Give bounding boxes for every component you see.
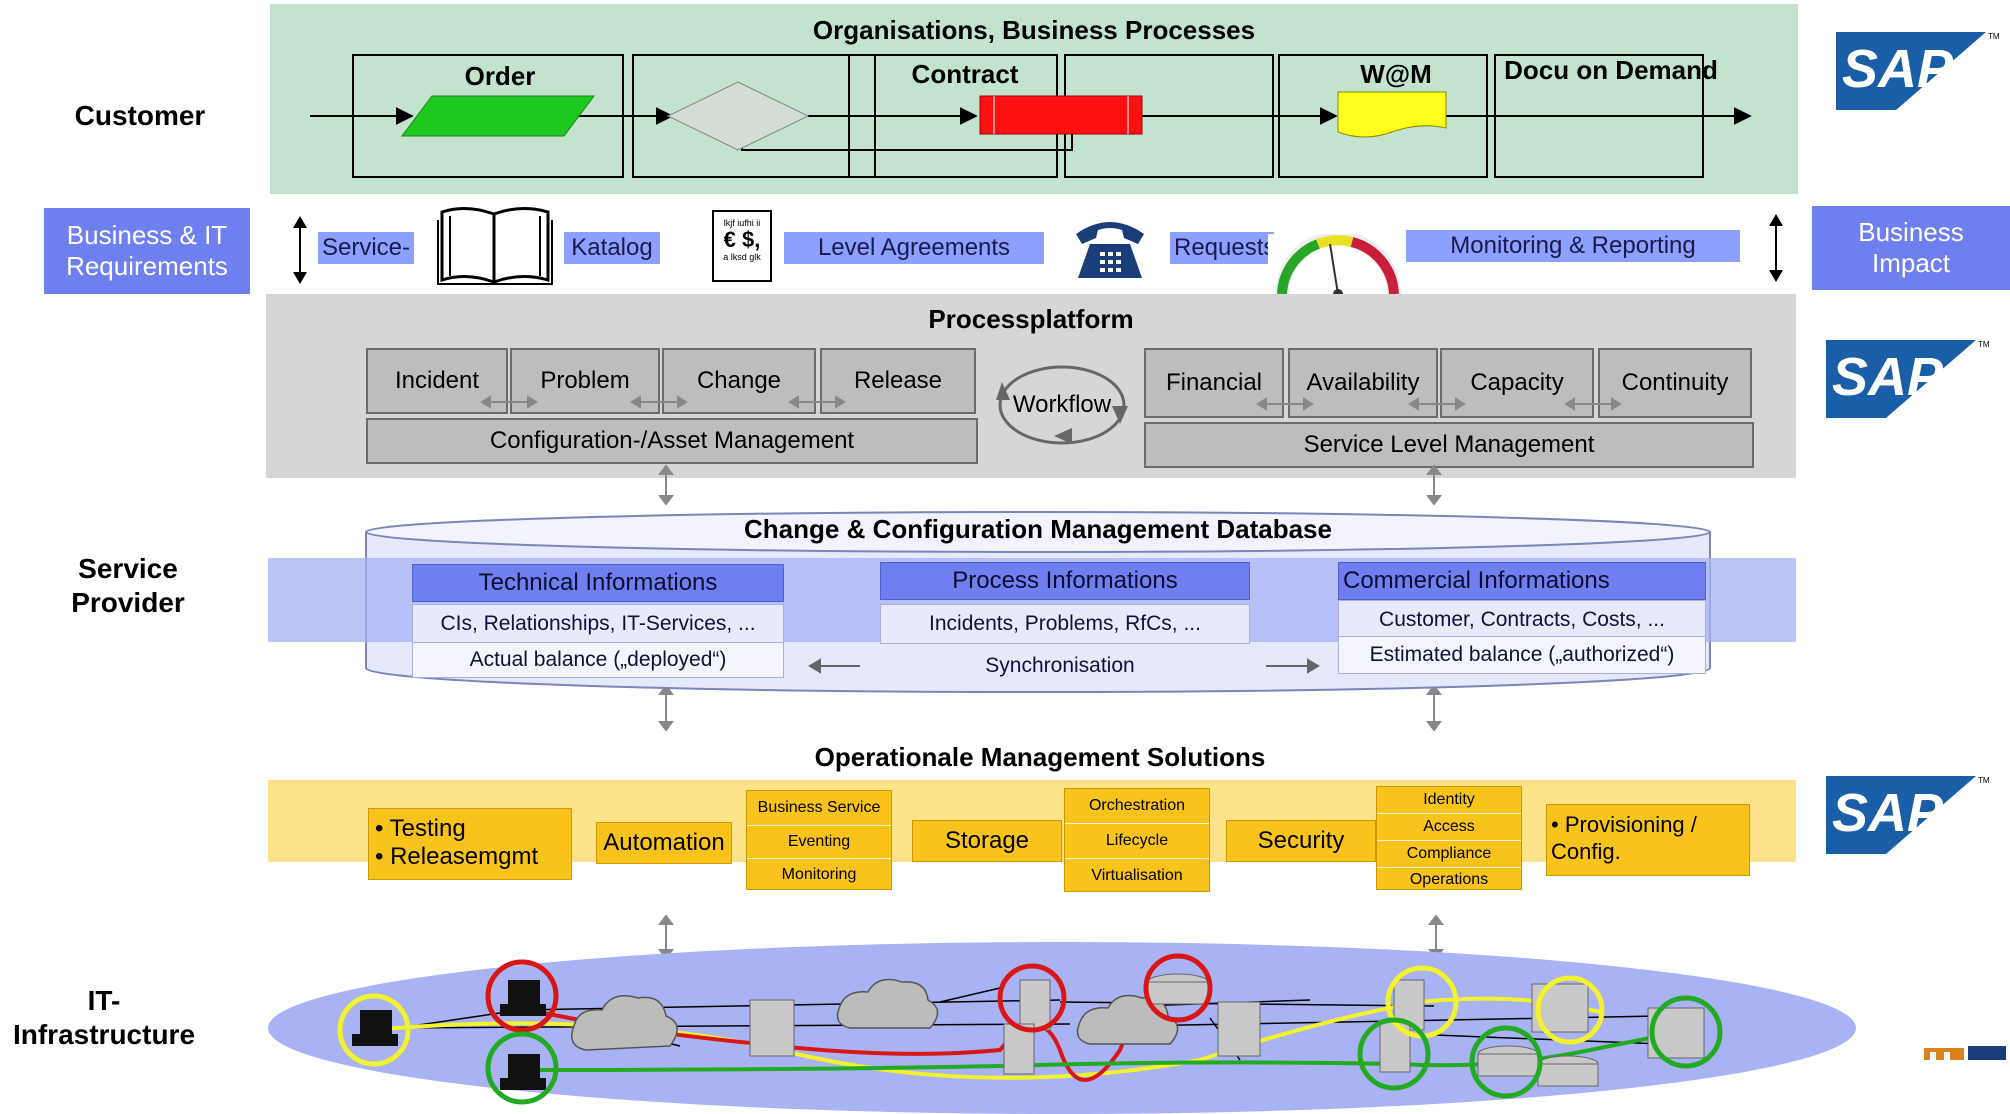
security-stack: Identity Access Compliance Operations (1376, 786, 1522, 890)
book-icon (436, 202, 554, 286)
business-it-requirements-box: Business & IT Requirements (44, 208, 250, 294)
actual-balance-label: Actual balance („deployed“) (412, 642, 784, 678)
technical-informations-head: Technical Informations (412, 564, 784, 602)
sap-logo-shape (1836, 32, 1986, 110)
step-order: Order (464, 60, 536, 91)
gauge-icon (1268, 231, 1408, 299)
process-link-arrows (480, 395, 1622, 411)
service-provider-label: Service Provider (71, 553, 185, 618)
sap-logo-top: SAP TM (1836, 32, 2000, 110)
it-infrastructure-network (268, 942, 1856, 1114)
brand-mark-icon (1924, 1044, 2008, 1062)
configuration-asset-management-bar: Configuration-/Asset Management (366, 418, 978, 464)
service-level-management-bar: Service Level Management (1144, 422, 1754, 468)
order-shape (401, 95, 595, 137)
updown-arrow-icon-right (1766, 214, 1786, 282)
commercial-informations-head: Commercial Informations (1338, 562, 1706, 600)
process-informations-head: Process Informations (880, 562, 1250, 600)
continuity-box: Continuity (1598, 348, 1752, 418)
contract-shape (979, 95, 1143, 135)
wam-document-shape (1337, 91, 1447, 138)
cmdb-title: Change & Configuration Management Databa… (744, 513, 1332, 544)
service-label: Service- (318, 232, 414, 264)
sap-logo-shape (1826, 340, 1976, 418)
automation-box: Automation (596, 822, 732, 864)
operational-title: Operationale Management Solutions (814, 741, 1266, 772)
customer-label: Customer (74, 100, 206, 131)
sap-logo-shape (1826, 776, 1976, 854)
workflow-label: Workflow (1012, 391, 1112, 418)
synchronisation-arrows (808, 658, 1320, 674)
decision-diamond (666, 81, 810, 151)
processplatform-title: Processplatform (928, 303, 1134, 334)
katalog-label: Katalog (564, 232, 660, 264)
testing-releasemgmt-box: • Testing • Releasemgmt (368, 808, 572, 880)
it-infrastructure-label: IT- Infrastructure (12, 985, 196, 1050)
step-wam: W@M (1360, 58, 1432, 89)
estimated-balance-label: Estimated balance („authorized“) (1338, 636, 1706, 674)
customer-band-title: Organisations, Business Processes (812, 14, 1256, 45)
sap-logo-bottom: SAP TM (1826, 776, 1990, 854)
commercial-informations-sub: Customer, Contracts, Costs, ... (1338, 600, 1706, 640)
monitoring-reporting-label: Monitoring & Reporting (1406, 230, 1740, 262)
technical-informations-sub: CIs, Relationships, IT-Services, ... (412, 604, 784, 644)
step-docu-on-demand: Docu on Demand (1504, 54, 1718, 85)
level-agreements-label: Level Agreements (784, 232, 1044, 264)
updown-arrow-icon-left (290, 216, 310, 284)
step-contract: Contract (911, 58, 1019, 89)
sla-document-icon: lkjf iufhi ii € $, a lksd glk (712, 210, 772, 282)
telephone-icon (1072, 214, 1148, 280)
requests-label: Requests (1170, 232, 1275, 264)
business-impact-box: Business Impact (1812, 206, 2010, 290)
customer-flow-diagram (310, 81, 1752, 151)
provisioning-config-box: • Provisioning / Config. (1546, 804, 1750, 876)
process-informations-sub: Incidents, Problems, RfCs, ... (880, 604, 1250, 644)
security-box: Security (1226, 820, 1376, 862)
automation-stack: Business Service Eventing Monitoring (746, 790, 892, 890)
synchronisation-label: Synchronisation (985, 654, 1135, 677)
storage-stack: Orchestration Lifecycle Virtualisation (1064, 788, 1210, 892)
sap-logo-middle: SAP TM (1826, 340, 1990, 418)
release-box: Release (820, 348, 976, 414)
workflow-cycle-icon (988, 360, 1136, 450)
storage-box: Storage (912, 820, 1062, 862)
